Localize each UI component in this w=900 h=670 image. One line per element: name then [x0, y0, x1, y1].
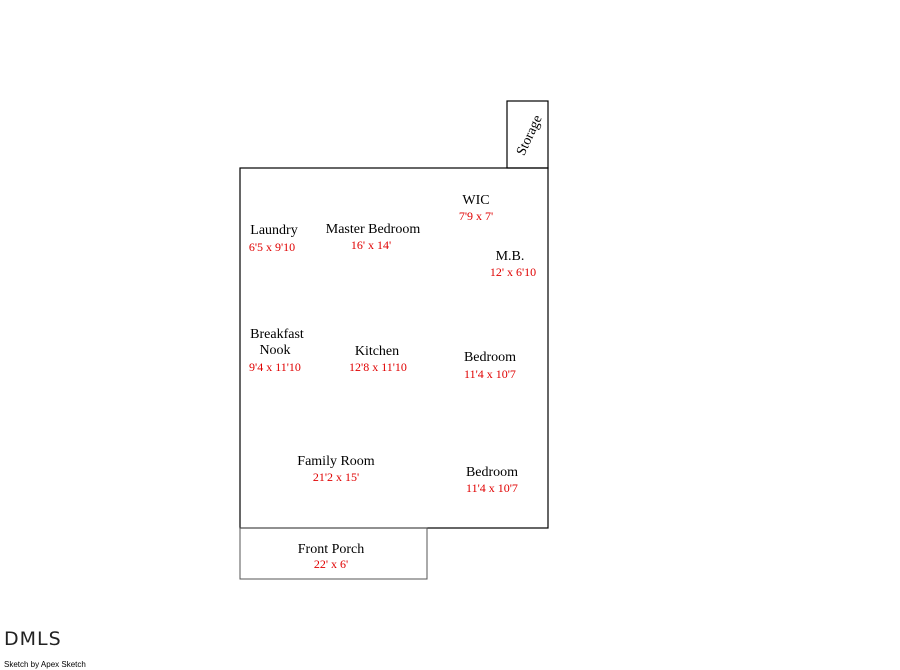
dmls-logo: DMLS [4, 628, 62, 650]
breakfast-nook-label-line2: Nook [259, 343, 290, 358]
sketch-credit: Sketch by Apex Sketch [4, 660, 86, 669]
master-bath-dimensions: 12' x 6'10 [490, 265, 536, 279]
family-room-dimensions: 21'2 x 15' [313, 470, 359, 484]
bedroom-3-dimensions: 11'4 x 10'7 [466, 481, 518, 495]
family-room-label: Family Room [297, 454, 375, 469]
breakfast-nook-label-line1: Breakfast [250, 327, 304, 342]
storage-label: Storage [514, 113, 546, 158]
storage-outline [506, 100, 549, 169]
laundry-dimensions: 6'5 x 9'10 [249, 240, 295, 254]
front-porch-label: Front Porch [298, 542, 365, 557]
bedroom-2-label: Bedroom [464, 350, 516, 365]
bedroom-2-dimensions: 11'4 x 10'7 [464, 367, 516, 381]
master-bedroom-label: Master Bedroom [326, 222, 421, 237]
master-bath-label: M.B. [496, 249, 525, 264]
bedroom-3-label: Bedroom [466, 465, 518, 480]
breakfast-nook-dimensions: 9'4 x 11'10 [249, 360, 301, 374]
kitchen-label: Kitchen [355, 344, 399, 359]
kitchen-dimensions: 12'8 x 11'10 [349, 360, 407, 374]
laundry-label: Laundry [250, 223, 297, 238]
front-porch-dimensions: 22' x 6' [314, 557, 348, 571]
wic-dimensions: 7'9 x 7' [459, 209, 493, 223]
master-bedroom-dimensions: 16' x 14' [351, 238, 391, 252]
front-porch-outline [239, 527, 428, 580]
wic-label: WIC [462, 193, 489, 208]
